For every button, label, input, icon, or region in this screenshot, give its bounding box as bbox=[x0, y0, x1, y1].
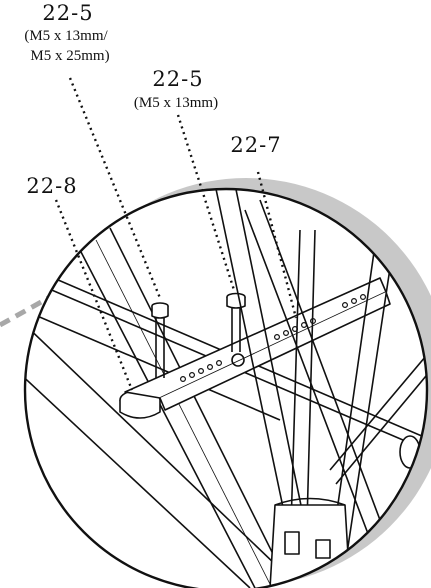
brace-diag-1 bbox=[25, 319, 301, 588]
callout-bolt-b-spec: (M5 x 13mm) bbox=[134, 95, 218, 111]
socket-slot-2 bbox=[315, 539, 331, 559]
leg-brace-right bbox=[244, 199, 396, 561]
rail-right-lower-2 bbox=[335, 369, 427, 485]
rail-mid bbox=[25, 299, 281, 421]
bracket-pivot-hole bbox=[231, 353, 245, 367]
leader-bracket bbox=[256, 171, 298, 319]
bracket-holes bbox=[180, 294, 367, 383]
callout-bolt-b-part: 22-5 bbox=[152, 67, 203, 91]
callout-bolt-a-spec-2: M5 x 25mm) bbox=[30, 48, 109, 64]
callout-clamp-part: 22-8 bbox=[26, 174, 77, 198]
leader-bolt-b bbox=[176, 114, 236, 291]
zoom-guide-line bbox=[0, 293, 54, 328]
main-tube bbox=[79, 227, 291, 588]
brace-diag-2 bbox=[25, 354, 251, 588]
rail-upper bbox=[25, 254, 427, 441]
callout-bolt-a-part: 22-5 bbox=[42, 1, 93, 25]
base-socket-top bbox=[274, 497, 346, 506]
leader-clamp bbox=[54, 199, 134, 391]
main-tube-inner bbox=[95, 239, 273, 588]
rail-right-lower bbox=[329, 349, 427, 471]
callout-bracket-part: 22-7 bbox=[230, 133, 281, 157]
bracket-plate-edge bbox=[159, 291, 391, 411]
bolt-left bbox=[151, 302, 169, 378]
leader-bolt-a bbox=[68, 77, 162, 299]
detail-lens bbox=[25, 189, 427, 588]
leader-lines bbox=[54, 77, 298, 391]
detail-lens-outline bbox=[23, 187, 429, 588]
callout-bolt-a-spec-1: (M5 x 13mm/ bbox=[24, 28, 108, 44]
socket-slot-1 bbox=[284, 531, 300, 555]
lens-contents bbox=[25, 189, 427, 588]
clamp-body bbox=[119, 400, 161, 419]
